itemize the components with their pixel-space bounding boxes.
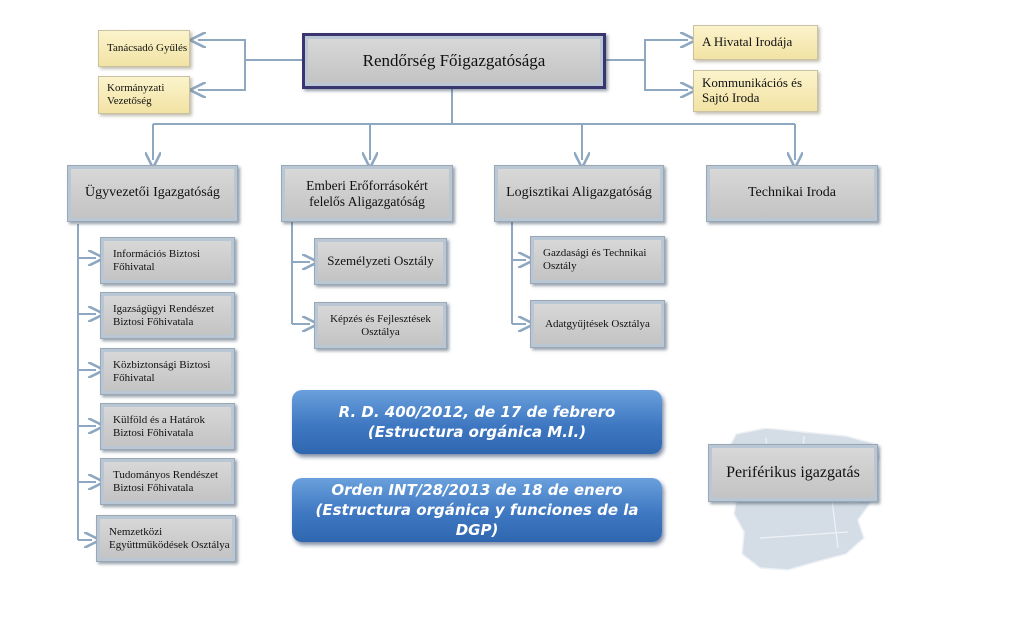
decree-rd-line1: R. D. 400/2012, de 17 de febrero xyxy=(338,402,616,421)
igazsagugyi-rendeszet-box: Igazságügyi Rendészet Biztosi Főhivatala xyxy=(100,292,235,339)
kepzes-fejlesztesek-box: Képzés és Fejlesztések Osztálya xyxy=(314,302,447,349)
technikai-iroda-box: Technikai Iroda xyxy=(706,165,878,222)
nemzetkozi-egyuttmukodesek-box: Nemzetközi Együttműködések Osztálya xyxy=(96,515,236,562)
hivatal-irodaja-box: A Hivatal Irodája xyxy=(693,25,818,60)
emberi-eroforrasokert-box: Emberi Erőforrásokért felelős Aligazgató… xyxy=(281,165,453,222)
connector-right-lower xyxy=(644,60,688,90)
kozbiztonsagi-biztosi-box: Közbiztonsági Biztosi Főhivatal xyxy=(100,348,235,395)
rendorseg-foigazgatosaga-box: Rendőrség Főigazgatósága xyxy=(302,33,606,89)
decree-rd-line2: (Estructura orgánica M.I.) xyxy=(367,423,587,441)
informacios-biztosi-fohivatal-box: Információs Biztosi Főhivatal xyxy=(100,237,235,284)
tanacsado-gyules-box: Tanácsadó Gyűlés xyxy=(98,30,190,67)
kormanyzati-vezetoseg-box: Kormányzati Vezetőség xyxy=(98,76,190,114)
adatgyujtesek-osztalya-box: Adatgyűjtések Osztálya xyxy=(530,300,665,348)
decree-banner-orden: Orden INT/28/2013 de 18 de enero (Estruc… xyxy=(292,478,662,542)
kommunikacios-sajto-iroda-box: Kommunikációs és Sajtó Iroda xyxy=(693,70,818,112)
decree-banner-rd: R. D. 400/2012, de 17 de febrero (Estruc… xyxy=(292,390,662,454)
decree-orden-line2: (Estructura orgánica y funciones de la D… xyxy=(315,500,639,540)
logisztikai-aligazgatosag-box: Logisztikai Aligazgatóság xyxy=(494,165,664,222)
kulfold-hatarok-box: Külföld és a Határok Biztosi Főhivatala xyxy=(100,403,235,450)
connector-top-right xyxy=(606,40,688,61)
decree-orden-line1: Orden INT/28/2013 de 18 de enero xyxy=(331,480,623,499)
szemelyzeti-osztaly-box: Személyzeti Osztály xyxy=(314,238,447,285)
tudomanyos-rendeszet-box: Tudományos Rendészet Biztosi Főhivatala xyxy=(100,458,235,505)
ugyvezetoi-igazgatosag-box: Ügyvezetői Igazgatóság xyxy=(67,165,238,222)
gazdasagi-technikai-osztaly-box: Gazdasági és Technikai Osztály xyxy=(530,236,665,284)
connector-left-lower xyxy=(198,60,246,90)
connector-top-left xyxy=(198,40,302,61)
periferikus-igazgatas-box: Periférikus igazgatás xyxy=(708,444,878,502)
